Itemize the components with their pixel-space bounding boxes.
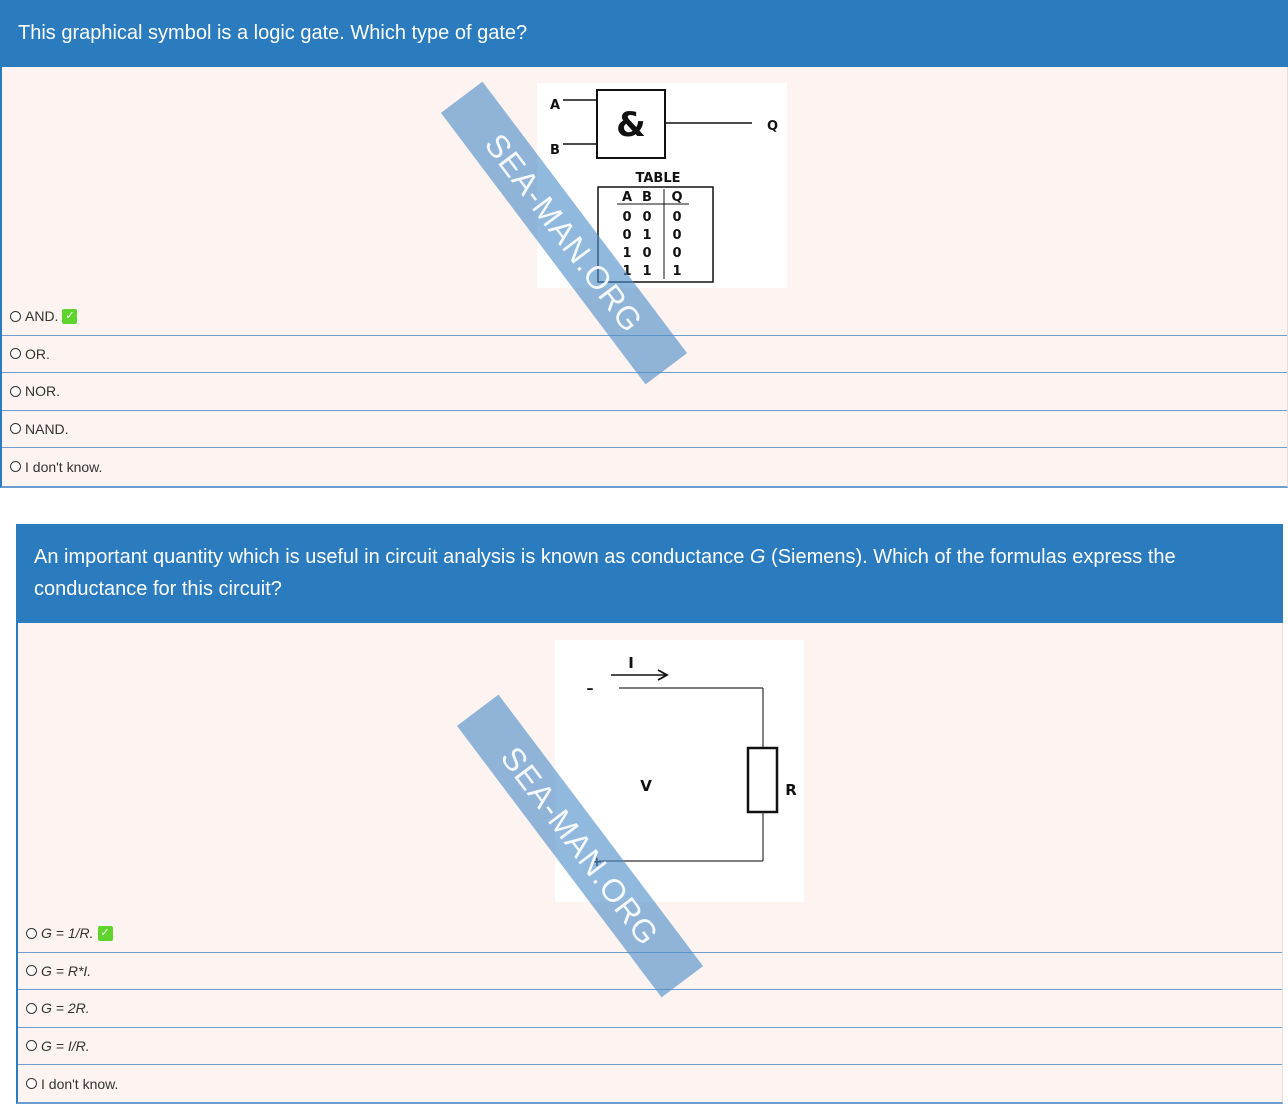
- radio-button[interactable]: [10, 423, 21, 435]
- resistor-symbol: [746, 746, 779, 814]
- truth-table-header: B: [642, 190, 652, 205]
- voltage-label: V: [640, 777, 652, 795]
- truth-table-header: Q: [671, 190, 682, 205]
- truth-table-cell: 1: [642, 228, 651, 243]
- question-text-2-variable: G: [749, 546, 766, 568]
- radio-button[interactable]: [26, 927, 37, 939]
- truth-table-cell: 0: [622, 228, 631, 243]
- answer-list-1: AND. ✓ OR. NOR. NAND. I don't know.: [2, 298, 1287, 486]
- answer-label: G = 1/R.: [41, 925, 94, 942]
- gate-symbol: &: [616, 105, 646, 145]
- current-label: I: [628, 654, 634, 672]
- truth-table-cell: 1: [622, 264, 631, 279]
- truth-table-frame: [597, 186, 714, 283]
- radio-button[interactable]: [10, 310, 21, 322]
- answer-option[interactable]: AND. ✓: [2, 298, 1287, 336]
- question-header-2: An important quantity which is useful in…: [16, 524, 1283, 623]
- current-arrow-icon: [657, 669, 669, 681]
- answer-label: AND.: [25, 308, 59, 325]
- radio-button[interactable]: [10, 348, 21, 360]
- answer-option[interactable]: G = R*I.: [18, 953, 1282, 990]
- answer-label: NOR.: [25, 383, 60, 400]
- truth-table-cell: 0: [642, 210, 651, 225]
- minus-terminal: –: [587, 681, 594, 697]
- answer-option[interactable]: OR.: [2, 336, 1287, 373]
- answer-option[interactable]: G = I/R.: [18, 1028, 1282, 1065]
- question-card-1: This graphical symbol is a logic gate. W…: [0, 0, 1288, 488]
- truth-table-cell: 0: [672, 228, 681, 243]
- question-header-1: This graphical symbol is a logic gate. W…: [0, 0, 1288, 67]
- checkmark-icon: ✓: [62, 308, 78, 324]
- answer-option[interactable]: NAND.: [2, 411, 1287, 448]
- question-text-2-start: An important quantity which is useful in…: [34, 546, 750, 568]
- answer-label: I don't know.: [25, 458, 103, 475]
- truth-table-cell: 0: [672, 246, 681, 261]
- answer-option[interactable]: NOR.: [2, 373, 1287, 411]
- question-card-2: An important quantity which is useful in…: [16, 524, 1283, 1104]
- answer-option[interactable]: G = 1/R. ✓: [18, 915, 1282, 953]
- gate-output-label: Q: [767, 119, 778, 134]
- truth-table-cell: 1: [622, 246, 631, 261]
- radio-button[interactable]: [10, 385, 21, 397]
- answer-label: I don't know.: [41, 1075, 119, 1092]
- answer-option[interactable]: G = 2R.: [18, 990, 1282, 1028]
- truth-table-title: TABLE: [636, 171, 681, 186]
- circuit-diagram: I – V R +: [587, 654, 798, 870]
- gate-input-a-label: A: [550, 98, 560, 113]
- checkmark-icon: ✓: [97, 925, 113, 941]
- resistor-label: R: [785, 781, 797, 799]
- answer-label: OR.: [25, 345, 50, 362]
- truth-table-cell: 1: [642, 264, 651, 279]
- radio-button[interactable]: [26, 1040, 37, 1052]
- answer-label: G = R*I.: [41, 962, 92, 979]
- radio-button[interactable]: [26, 1002, 37, 1014]
- truth-table-header: A: [622, 190, 632, 205]
- answer-label: G = 2R.: [41, 1000, 90, 1017]
- truth-table-cell: 0: [622, 210, 631, 225]
- question-text-2-end: (Siemens). Which of the formulas express…: [34, 546, 1176, 600]
- answer-option[interactable]: I don't know.: [18, 1065, 1282, 1103]
- answer-label: NAND.: [25, 420, 69, 437]
- gate-input-b-label: B: [550, 143, 560, 158]
- radio-button[interactable]: [26, 1078, 37, 1090]
- answer-label: G = I/R.: [41, 1037, 90, 1054]
- truth-table-cell: 1: [672, 264, 681, 279]
- question-body-2: I – V R + G = 1/R. ✓ G =: [16, 623, 1283, 1104]
- radio-button[interactable]: [10, 461, 21, 473]
- answer-list-2: G = 1/R. ✓ G = R*I. G = 2R. G = I/R. I d…: [18, 915, 1282, 1103]
- circuit-figure: I – V R +: [555, 640, 804, 902]
- truth-table-cell: 0: [642, 246, 651, 261]
- truth-table-cell: 0: [672, 210, 681, 225]
- answer-option[interactable]: I don't know.: [2, 448, 1287, 486]
- plus-terminal: +: [592, 855, 603, 870]
- radio-button[interactable]: [26, 965, 37, 977]
- question-text-1: This graphical symbol is a logic gate. W…: [18, 22, 528, 44]
